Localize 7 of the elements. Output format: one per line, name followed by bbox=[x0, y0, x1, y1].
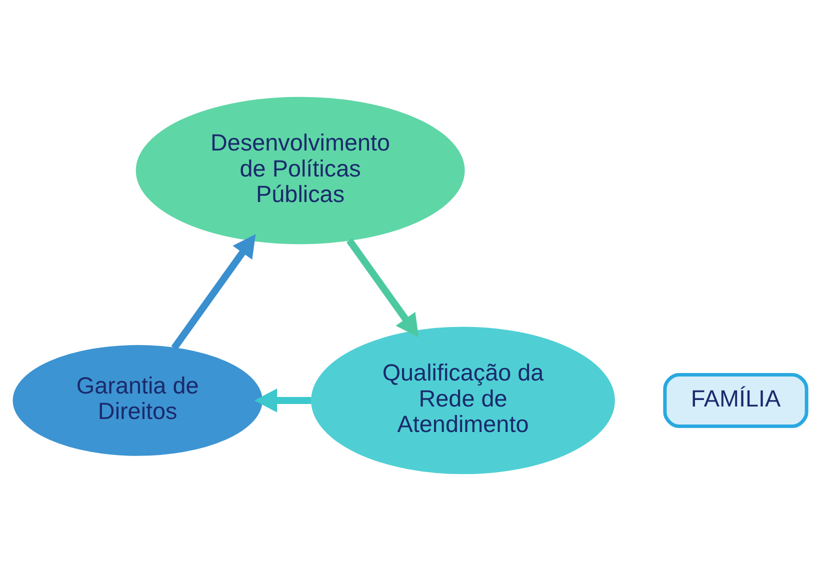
node-ellipse: Qualificação da Rede de Atendimento bbox=[311, 326, 615, 474]
arrow bbox=[254, 388, 312, 412]
node-ellipse: Garantia de Direitos bbox=[12, 344, 262, 456]
node-ellipse: Desenvolvimento de Políticas Públicas bbox=[136, 96, 465, 244]
node-box: FAMÍLIA bbox=[663, 372, 808, 428]
arrow bbox=[171, 234, 256, 350]
arrow bbox=[346, 238, 419, 337]
